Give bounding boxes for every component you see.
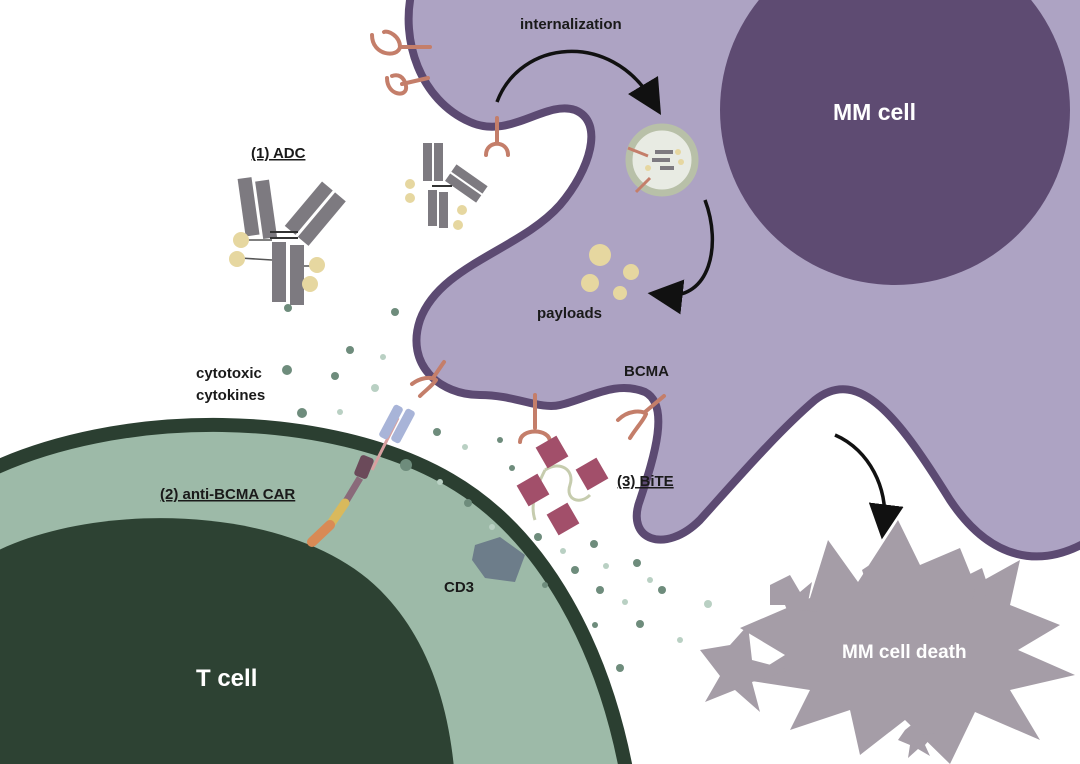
bcma-receptor xyxy=(484,116,510,157)
label-mm-cell: MM cell xyxy=(833,99,916,125)
label-t-cell: T cell xyxy=(196,665,257,692)
label-payloads: payloads xyxy=(537,305,602,322)
label-bcma: BCMA xyxy=(624,363,669,380)
anti-bcma-car xyxy=(307,404,415,547)
label-adc: (1) ADC xyxy=(251,145,306,162)
label-cytokines-line1: cytotoxic xyxy=(196,365,262,382)
debris-shard xyxy=(862,562,890,595)
cytotoxic-cytokine-dots xyxy=(282,304,712,672)
bcma-receptor xyxy=(410,360,446,398)
label-cytokines-line2: cytokines xyxy=(196,387,265,404)
arrow-internalization xyxy=(495,49,662,115)
endosome xyxy=(625,123,699,197)
debris-shard xyxy=(968,568,998,602)
debris-shard xyxy=(898,722,935,758)
bcma-receptor xyxy=(370,29,432,56)
adc-antibody-large xyxy=(229,177,346,305)
bcma-receptor xyxy=(385,73,430,96)
label-mm-cell-death: MM cell death xyxy=(842,642,967,663)
bite-molecule xyxy=(516,435,609,536)
mm-nucleus xyxy=(720,0,1070,285)
t-cell-nucleus xyxy=(0,518,454,764)
label-cd3: CD3 xyxy=(444,579,474,596)
arrow-cell-death xyxy=(834,433,904,540)
debris-shard xyxy=(700,625,790,712)
cd3-receptor xyxy=(472,537,525,582)
label-internalization: internalization xyxy=(520,16,622,33)
label-car: (2) anti-BCMA CAR xyxy=(160,486,295,503)
bcma-receptor xyxy=(518,393,552,444)
label-bite: (3) BiTE xyxy=(617,473,674,490)
debris-shard xyxy=(770,575,820,625)
adc-antibody-small xyxy=(405,143,488,230)
arrow-payload-release xyxy=(647,199,715,315)
released-payloads xyxy=(581,244,639,300)
bcma-receptor xyxy=(616,394,666,440)
